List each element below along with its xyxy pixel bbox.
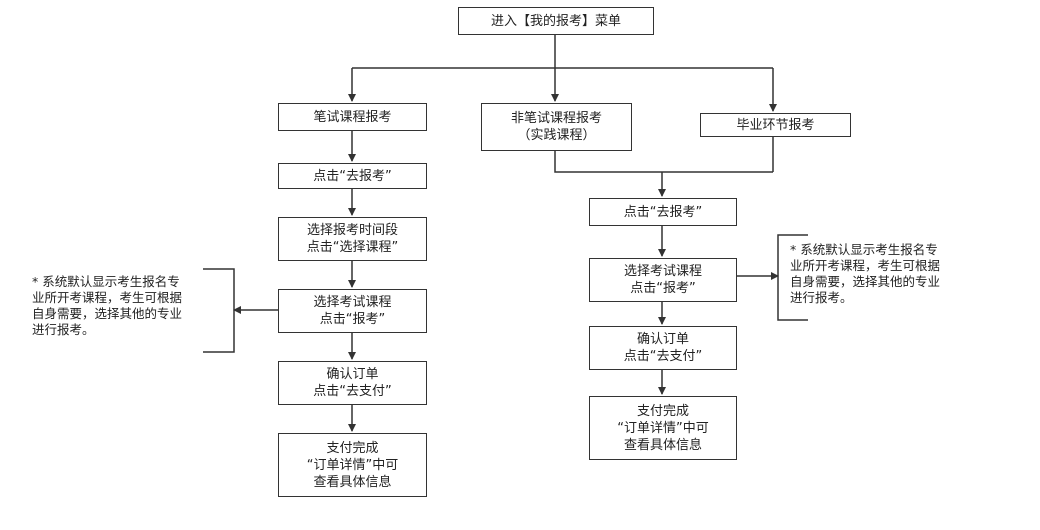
graduation-box: 毕业环节报考 [700, 113, 851, 137]
left-note: * 系统默认显示考生报名专 业所开考课程，考生可根据 自身需要，选择其他的专业 … [32, 274, 182, 338]
start-menu-label: 进入【我的报考】菜单 [490, 13, 621, 29]
step-text: “订单详情”中可 [617, 420, 709, 436]
written-exam-label: 笔试课程报考 [313, 109, 392, 125]
start-menu-box: 进入【我的报考】菜单 [458, 7, 654, 35]
note-line: 业所开考课程，考生可根据 [32, 290, 183, 305]
step-text: 点击“去支付” [623, 349, 703, 364]
graduation-label: 毕业环节报考 [736, 117, 815, 133]
note-line: 业所开考课程，考生可根据 [790, 258, 941, 273]
right-step-confirm-order: 确认订单 点击“去支付” [589, 326, 737, 370]
written-exam-box: 笔试课程报考 [278, 103, 427, 131]
step-text: 确认订单 [326, 367, 379, 382]
right-step-payment-done: 支付完成 “订单详情”中可 查看具体信息 [589, 396, 737, 460]
step-text: 查看具体信息 [313, 474, 392, 490]
step-text: 选择考试课程 [313, 295, 392, 310]
nonwritten-exam-sublabel: （实践课程） [517, 128, 596, 143]
step-text: 点击“去报考” [623, 204, 703, 220]
left-step-select-course: 选择考试课程 点击“报考” [278, 289, 427, 333]
step-text: 选择考试课程 [623, 264, 702, 279]
step-text: 点击“选择课程” [306, 240, 399, 255]
left-step-go-register: 点击“去报考” [278, 163, 427, 189]
step-text: 确认订单 [636, 332, 689, 347]
nonwritten-exam-label: 非笔试课程报考 [510, 111, 602, 126]
step-text: 点击“报考” [630, 281, 696, 296]
step-text: 点击“去支付” [313, 384, 392, 399]
right-step-go-register: 点击“去报考” [589, 198, 737, 226]
right-step-select-course: 选择考试课程 点击“报考” [589, 258, 737, 302]
step-text: 支付完成 [326, 440, 379, 456]
left-step-select-period: 选择报考时间段 点击“选择课程” [278, 217, 427, 261]
step-text: “订单详情”中可 [306, 457, 399, 473]
note-line: * 系统默认显示考生报名专 [32, 274, 180, 289]
nonwritten-exam-box: 非笔试课程报考 （实践课程） [481, 103, 632, 151]
step-text: 选择报考时间段 [306, 223, 398, 238]
note-line: 自身需要，选择其他的专业 [32, 306, 183, 321]
step-text: 点击“去报考” [313, 168, 392, 184]
left-step-payment-done: 支付完成 “订单详情”中可 查看具体信息 [278, 433, 427, 497]
left-step-confirm-order: 确认订单 点击“去支付” [278, 361, 427, 405]
note-line: 自身需要，选择其他的专业 [790, 274, 941, 289]
right-note: * 系统默认显示考生报名专 业所开考课程，考生可根据 自身需要，选择其他的专业 … [790, 242, 940, 306]
note-line: * 系统默认显示考生报名专 [790, 242, 938, 257]
step-text: 支付完成 [636, 403, 689, 419]
step-text: 查看具体信息 [623, 437, 702, 453]
note-line: 进行报考。 [790, 290, 853, 305]
note-line: 进行报考。 [32, 322, 95, 337]
step-text: 点击“报考” [319, 312, 386, 327]
